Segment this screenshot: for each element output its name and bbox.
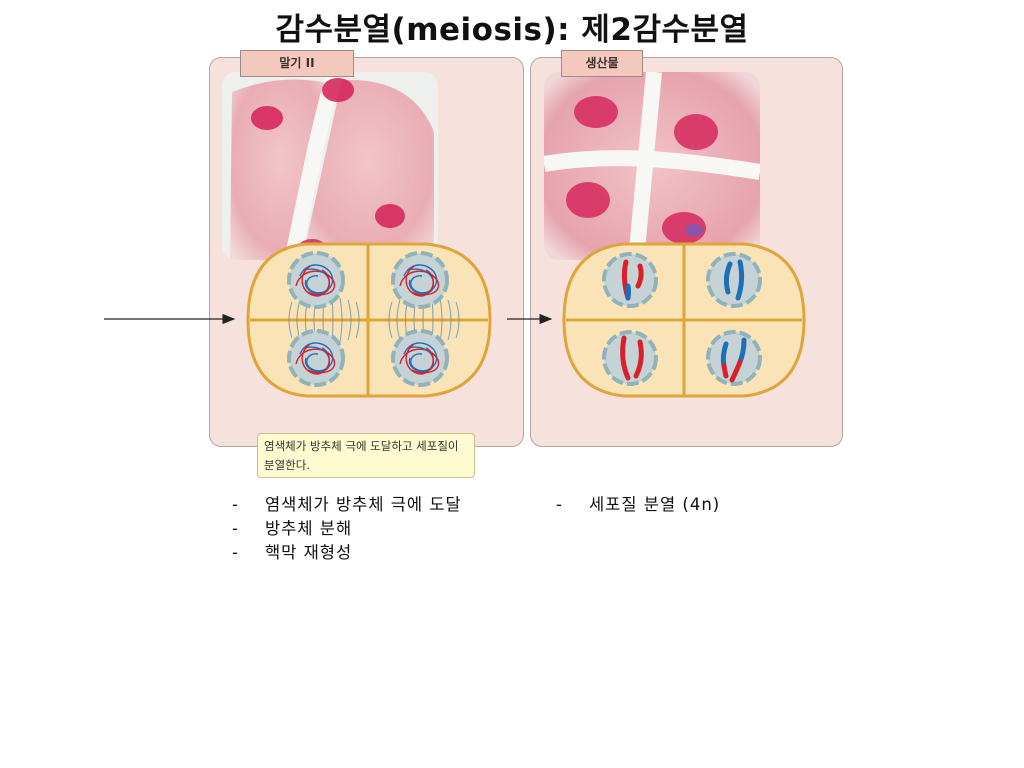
products-micrograph	[544, 72, 760, 260]
stage-tag-products: 생산물	[561, 50, 643, 77]
telophase-ii-micrograph	[222, 72, 438, 260]
nucleus-bottom-right	[391, 329, 449, 387]
product-nucleus-3	[602, 330, 658, 386]
product-nucleus-4	[706, 330, 762, 386]
nucleus-bottom-left	[287, 329, 345, 387]
stage-tag-telophase-ii: 말기 II	[240, 50, 354, 77]
caption-note: 염색체가 방추체 극에 도달하고 세포질이 분열한다.	[257, 433, 475, 478]
bullet-item: 세포질 분열 (4n)	[556, 493, 720, 517]
page-title: 감수분열(meiosis): 제2감수분열	[275, 12, 749, 48]
product-nucleus-2	[706, 252, 762, 308]
telophase-ii-cell	[246, 242, 492, 398]
caption-line-1: 염색체가 방추체 극에 도달하고 세포질이	[264, 439, 459, 453]
bullet-list-left: 염색체가 방추체 극에 도달 방추체 분해 핵막 재형성	[232, 493, 462, 565]
bullet-list-right: 세포질 분열 (4n)	[556, 493, 720, 517]
product-nucleus-1	[602, 252, 658, 308]
bullet-item: 방추체 분해	[232, 517, 462, 541]
bullet-item: 핵막 재형성	[232, 541, 462, 565]
caption-line-2: 분열한다.	[264, 458, 310, 472]
product-cells	[562, 242, 806, 398]
nucleus-top-left	[287, 251, 345, 309]
nucleus-top-right	[391, 251, 449, 309]
bullet-item: 염색체가 방추체 극에 도달	[232, 493, 462, 517]
